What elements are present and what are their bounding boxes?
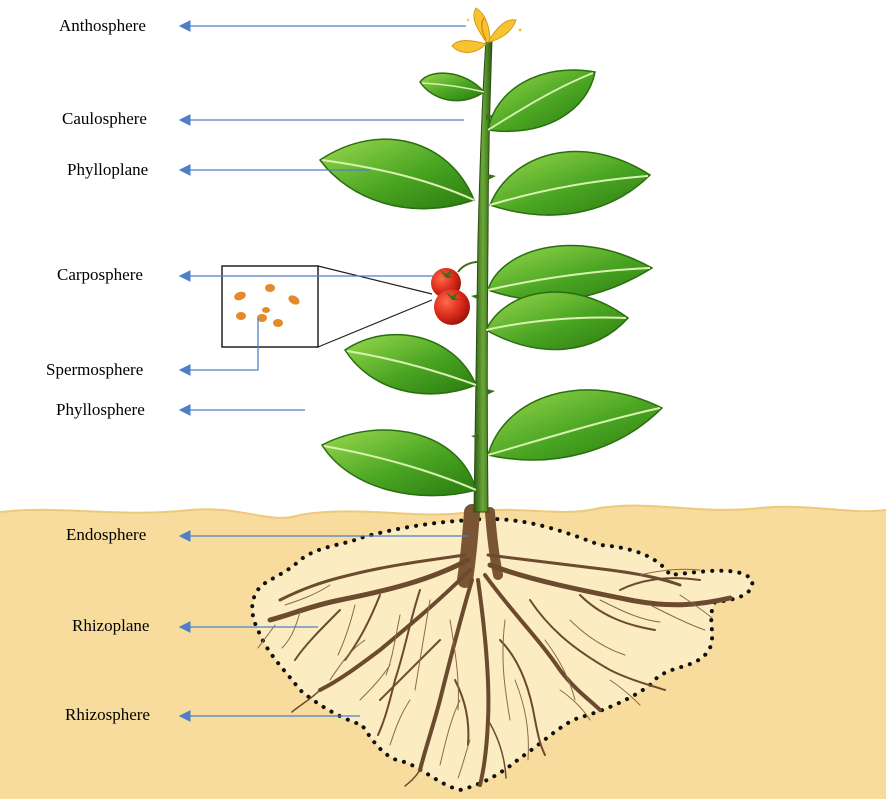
leaves xyxy=(320,70,662,496)
label-rhizoplane: Rhizoplane xyxy=(72,616,149,635)
leaf xyxy=(488,70,595,131)
label-phylloplane: Phylloplane xyxy=(67,160,148,179)
label-spermosphere: Spermosphere xyxy=(46,360,143,379)
leaf xyxy=(420,73,484,100)
leaf xyxy=(320,139,474,209)
label-rhizosphere: Rhizosphere xyxy=(65,705,150,724)
plant-stem xyxy=(471,40,496,512)
label-caulosphere: Caulosphere xyxy=(62,109,147,128)
leaf xyxy=(488,390,662,460)
leaf xyxy=(345,335,476,394)
leaf xyxy=(490,152,650,215)
tomato-fruits xyxy=(431,262,478,325)
label-anthosphere: Anthosphere xyxy=(59,16,146,35)
leaf xyxy=(322,430,476,496)
leaf xyxy=(488,246,652,301)
label-carposphere: Carposphere xyxy=(57,265,143,284)
label-endosphere: Endosphere xyxy=(66,525,146,544)
label-phyllosphere: Phyllosphere xyxy=(56,400,145,419)
leaf xyxy=(486,292,628,349)
